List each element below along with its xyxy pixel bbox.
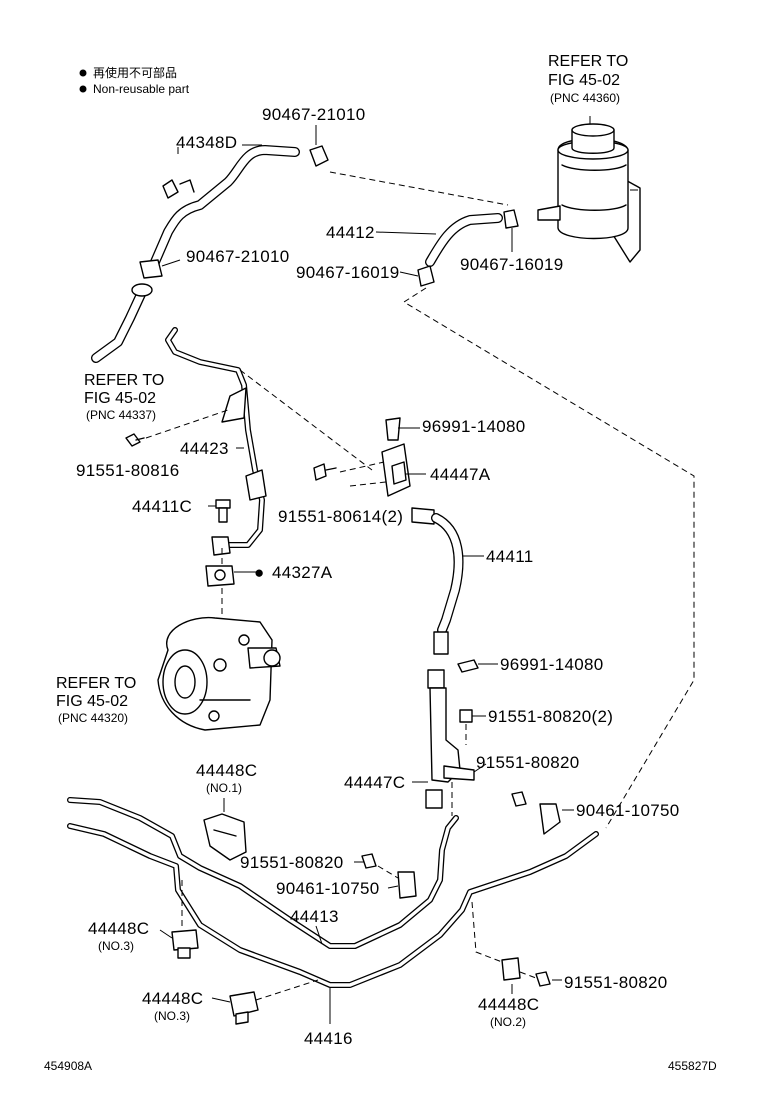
svg-text:(PNC 44360): (PNC 44360) [550,91,620,105]
label-96991-14080-top: 96991-14080 [422,417,526,436]
bracket-44447C [425,669,475,809]
leader-lines [159,125,574,1024]
footer-left-code: 454908A [44,1059,92,1073]
ref-pump: REFER TO FIG 45-02 (PNC 44320) [56,675,136,725]
clamp-90467-16019-right [503,209,519,229]
clamp-90467-21010-mid [139,259,163,279]
fitting-44411C [215,499,231,523]
svg-text:FIG 45-02: FIG 45-02 [56,693,128,710]
bracket-44447A [381,417,411,497]
bolt-91551-80820-2 [459,709,473,723]
clamp-90467-21010-top [309,145,329,167]
pump-drawing [157,616,281,731]
label-44447A: 44447A [430,465,491,484]
clamp-44448C-no3a [171,929,199,959]
gasket-44327A [205,565,235,587]
label-no1: (NO.1) [206,781,242,795]
label-90467-16019-left: 90467-16019 [296,263,400,282]
label-44348D: 44348D [176,133,237,152]
label-44448C-no3a: 44448C [88,919,149,938]
bolt-91551-80816 [125,433,145,447]
clamp-90461-10750-right [511,791,561,835]
legend-en-text: Non-reusable part [93,82,190,96]
svg-text:FIG 45-02: FIG 45-02 [548,72,620,89]
bullet-44327A-icon: ● [254,563,265,582]
hose-44412 [425,213,503,267]
clamp-90461-10750-m [397,871,417,899]
bolt-91551-80614 [313,463,337,481]
label-44416: 44416 [304,1029,353,1048]
label-44423: 44423 [180,439,229,458]
label-no3b: (NO.3) [154,1009,190,1023]
ref-reservoir: REFER TO FIG 45-02 (PNC 44360) [548,53,628,105]
label-96991-14080-mid: 96991-14080 [500,655,604,674]
label-91551-80820-2: 91551-80820(2) [488,707,613,726]
clamp-44448C-no3b [229,991,259,1025]
legend-bullet-icon [79,85,87,93]
hose-44348D [150,145,300,267]
label-90461-10750-right: 90461-10750 [576,801,680,820]
svg-text:(PNC 44320): (PNC 44320) [58,711,128,725]
label-44411: 44411 [486,547,534,566]
svg-text:REFER TO: REFER TO [548,53,628,70]
footer-right-code: 455827D [668,1059,717,1073]
tube-44423 [165,327,267,556]
clamp-44448C-no2 [501,957,521,981]
label-44448C-no2: 44448C [478,995,539,1014]
bolt-91551-80820-b [535,971,551,987]
hose-44337 [91,283,153,363]
legend-jp-text: 再使用不可部品 [93,65,177,80]
label-no3a: (NO.3) [98,939,134,953]
label-44413: 44413 [290,907,339,926]
label-44411C: 44411C [132,497,192,516]
tube-44413 [67,797,459,949]
clamp-90467-16019-left [417,265,435,287]
label-no2: (NO.2) [490,1015,526,1029]
clip-96991-14080-mid [457,659,479,673]
label-91551-80816: 91551-80816 [76,461,180,480]
label-91551-80820-right: 91551-80820 [476,753,580,772]
label-44327A: 44327A [272,563,333,582]
label-90467-21010-top: 90467-21010 [262,105,366,124]
svg-text:FIG 45-02: FIG 45-02 [84,390,156,407]
label-44412: 44412 [326,223,375,242]
label-90467-16019-right: 90467-16019 [460,255,564,274]
label-44448C-no1: 44448C [196,761,257,780]
ref-left-hose: REFER TO FIG 45-02 (PNC 44337) [84,372,164,422]
svg-text:(PNC 44337): (PNC 44337) [86,408,156,422]
label-44447C: 44447C [344,773,405,792]
svg-text:REFER TO: REFER TO [56,675,136,692]
hose-44411 [411,507,464,655]
label-91551-80614: 91551-80614(2) [278,507,403,526]
label-90461-10750-mid: 90461-10750 [276,879,380,898]
clamp-44448C-no1 [203,813,247,861]
svg-text:REFER TO: REFER TO [84,372,164,389]
reservoir-drawing [537,116,641,263]
label-90467-21010-mid: 90467-21010 [186,247,290,266]
label-91551-80820-mid: 91551-80820 [240,853,344,872]
legend-bullet-icon [79,69,87,77]
label-91551-80820-bottom: 91551-80820 [564,973,668,992]
label-44448C-no3b: 44448C [142,989,203,1008]
tube-44416 [67,823,599,988]
bolt-91551-80820-m [361,853,377,869]
legend: 再使用不可部品 Non-reusable part [79,65,190,96]
